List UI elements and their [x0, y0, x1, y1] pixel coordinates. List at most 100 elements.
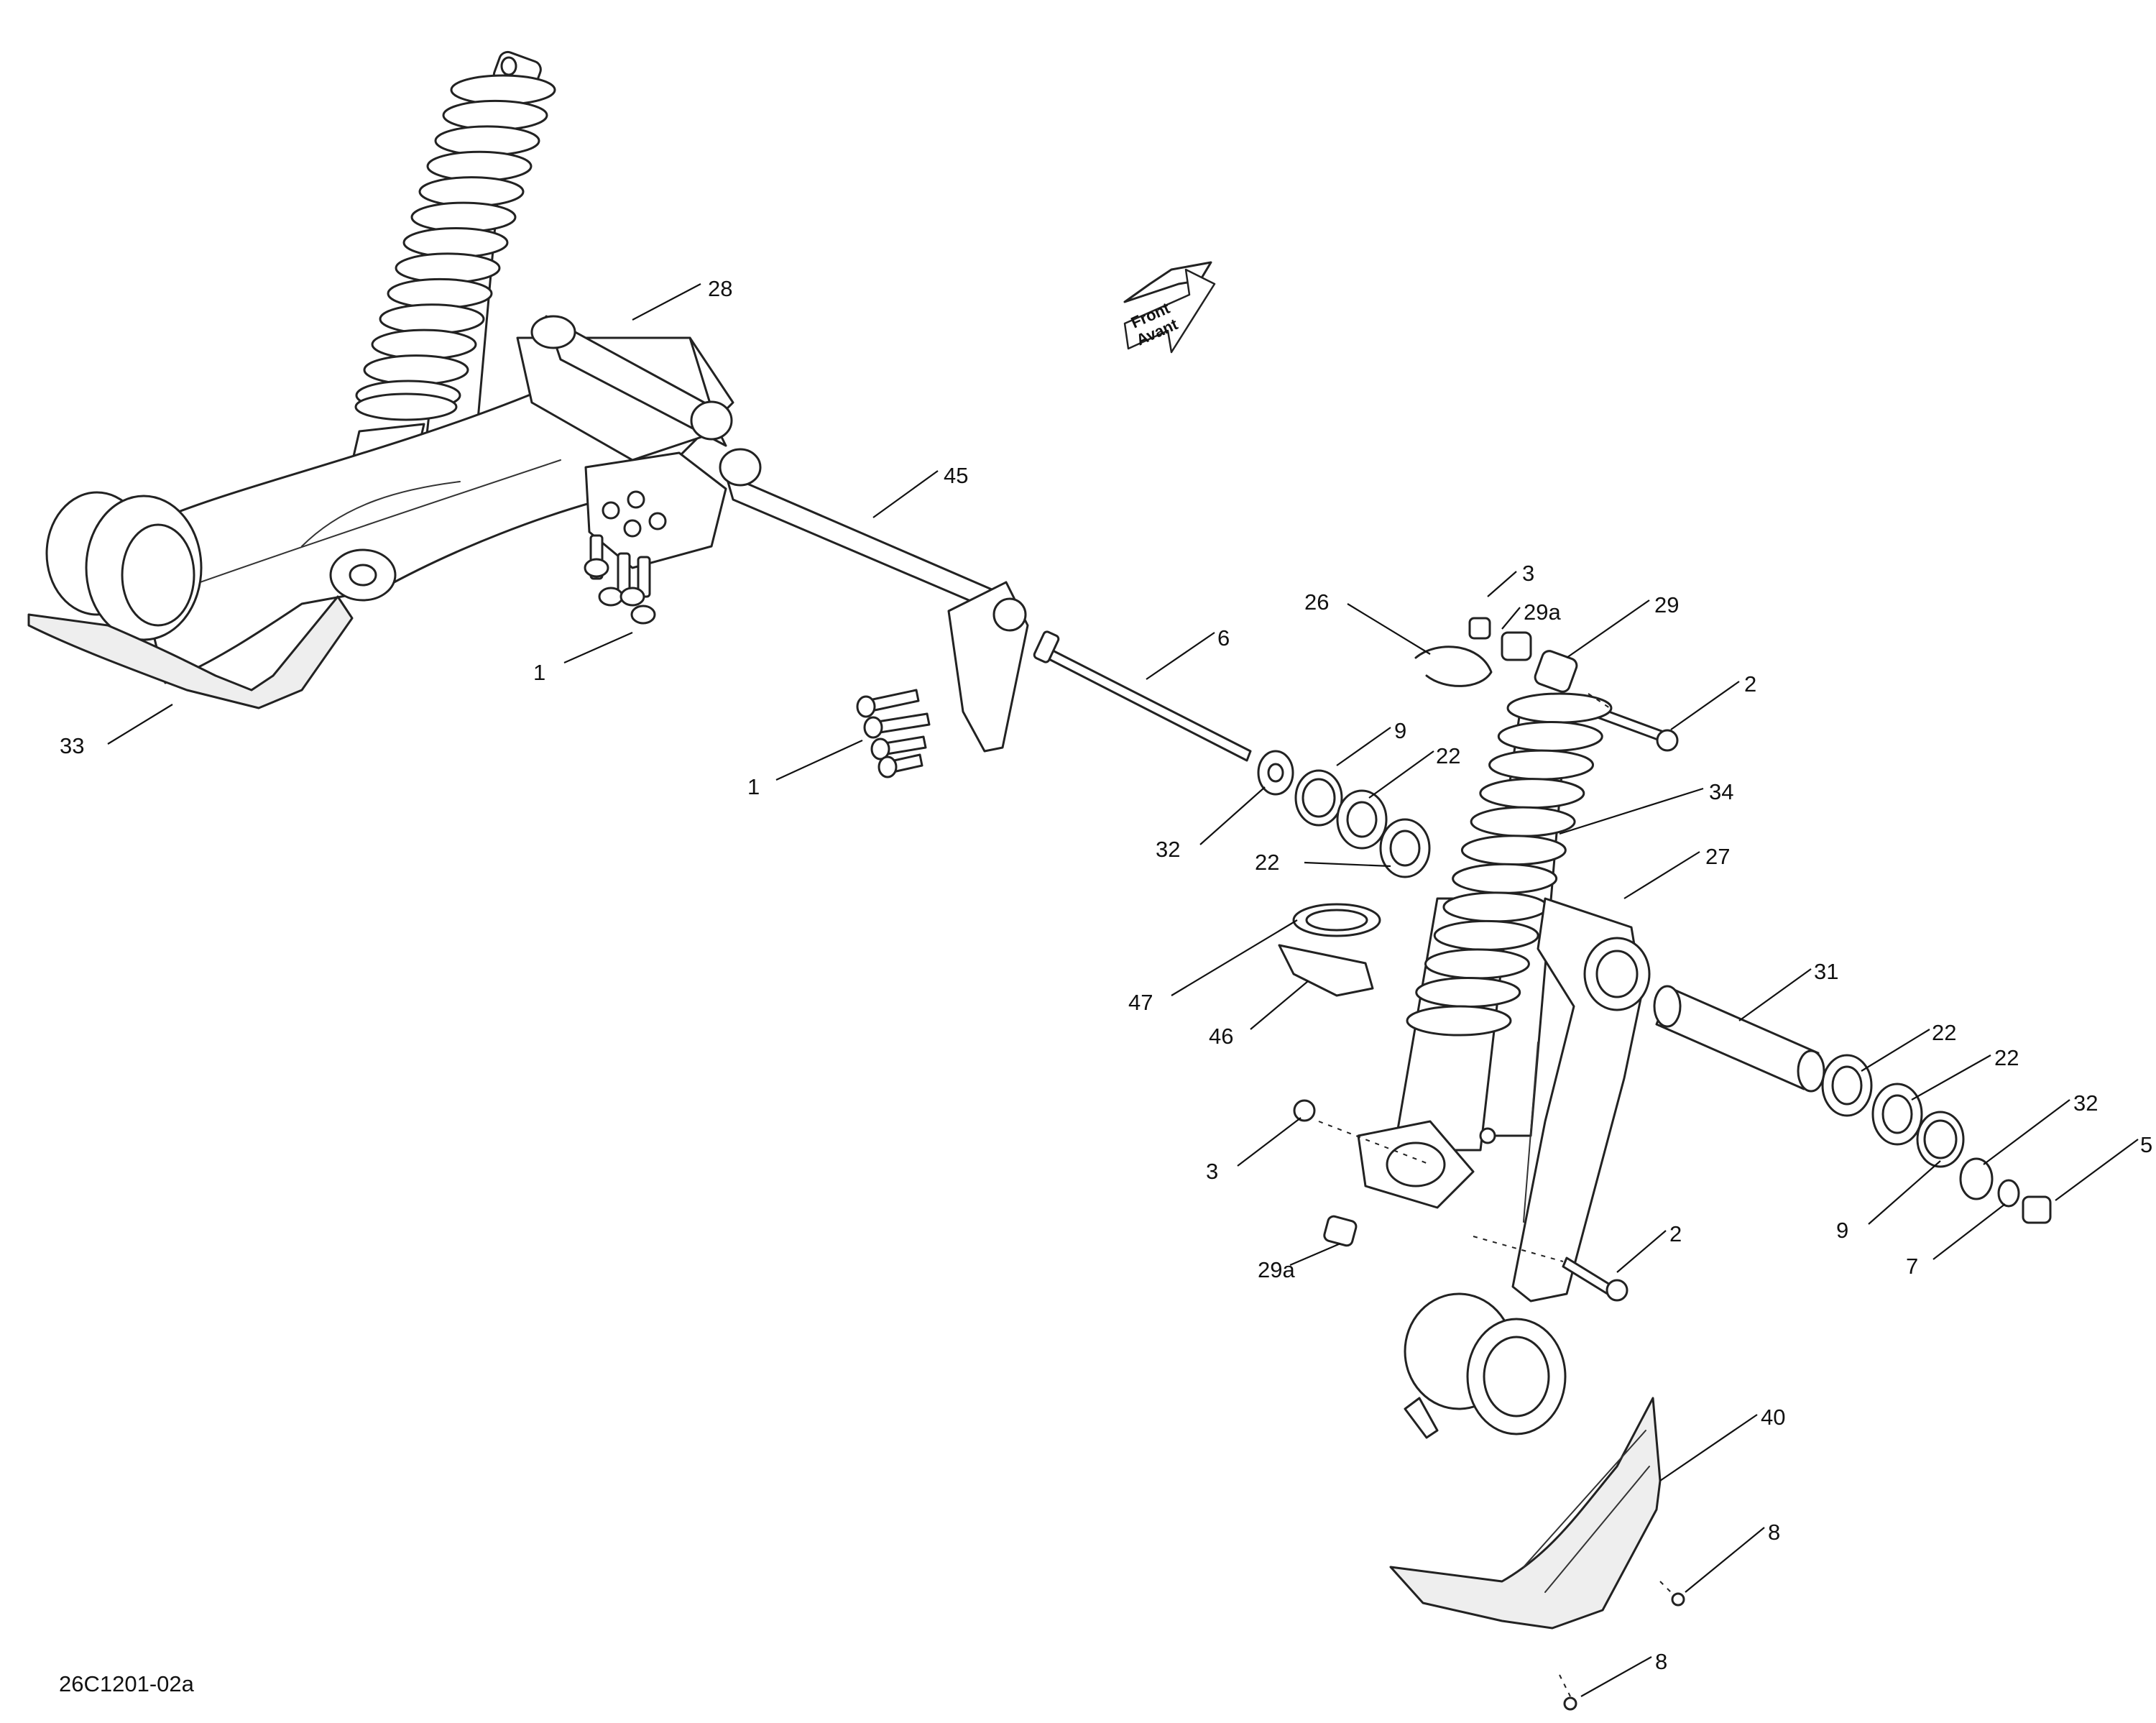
leader-line	[1171, 919, 1298, 996]
right-shock-spring	[1393, 692, 1613, 1152]
shaft-6	[1033, 630, 1252, 762]
spring-coil	[1415, 976, 1521, 1008]
left-shock-spring	[336, 50, 556, 526]
leader-lines	[107, 283, 2139, 1697]
leader-line	[1289, 1242, 1341, 1267]
callout-label: 31	[1814, 959, 1838, 984]
spring-coil	[450, 74, 556, 106]
callout-label: 33	[60, 733, 84, 758]
leader-line	[2055, 1139, 2139, 1201]
callout-label: 6	[1217, 625, 1230, 651]
bolts-cluster-1	[856, 689, 931, 778]
leader-line	[563, 631, 633, 664]
leader-line	[1623, 851, 1700, 899]
leader-line	[1250, 980, 1309, 1030]
leader-line	[1566, 599, 1650, 658]
leader-line	[1685, 1527, 1765, 1593]
spring-coil	[1452, 863, 1558, 894]
bearing-row-left	[1257, 750, 1431, 878]
spring-coil	[395, 252, 501, 284]
leader-line	[107, 704, 173, 745]
leader-line	[1738, 968, 1812, 1021]
leader-line	[1868, 1160, 1941, 1225]
spring-coil	[371, 328, 477, 360]
callout-label: 40	[1761, 1405, 1785, 1430]
callout-label: 28	[708, 276, 732, 301]
leader-line	[1580, 1656, 1652, 1697]
leader-line	[1336, 727, 1391, 766]
spring-coil	[363, 354, 469, 386]
spring-coil	[1442, 891, 1549, 923]
right-skid-plate-40	[1389, 1397, 1685, 1711]
spring-coil	[1406, 1005, 1512, 1037]
spring-coil	[379, 303, 485, 335]
callout-label: 27	[1705, 844, 1730, 869]
callout-label: 3	[1206, 1159, 1218, 1184]
callout-label: 2	[1669, 1221, 1682, 1246]
spring-coil	[1433, 919, 1539, 951]
callout-label: 34	[1709, 779, 1733, 804]
left-skid-plate	[27, 595, 354, 709]
right-trailing-arm	[1357, 897, 1651, 1439]
callout-label: 9	[1836, 1218, 1848, 1243]
spring-coil	[418, 176, 525, 208]
leader-line	[1199, 786, 1266, 845]
callout-label: 7	[1906, 1254, 1918, 1279]
leader-line	[1559, 787, 1704, 835]
leader-line	[1932, 1203, 2006, 1260]
callout-label: 45	[944, 463, 968, 488]
callout-label: 46	[1209, 1024, 1233, 1049]
spring-coil	[1460, 835, 1567, 866]
spring-coil	[1479, 778, 1585, 809]
leader-line	[1347, 603, 1431, 655]
leader-line	[1487, 571, 1517, 597]
left-trailing-arm	[45, 315, 734, 684]
leader-line	[1304, 861, 1391, 868]
callout-label: 26	[1304, 589, 1329, 615]
callout-numbers: 28 45 1 33 1 6 26 3 29a 29 2 9 22 34 32 …	[60, 276, 2152, 1674]
leader-line	[872, 470, 939, 518]
spring-coil	[442, 99, 548, 131]
drawing-reference-number: 26C1201-02a	[59, 1671, 194, 1696]
callout-label: 22	[1255, 850, 1279, 875]
leader-line	[1368, 750, 1434, 799]
leader-line	[1616, 1230, 1667, 1273]
callout-label: 1	[747, 774, 760, 799]
leader-line	[632, 283, 701, 321]
spring-coil	[426, 150, 533, 182]
callout-label: 22	[1436, 743, 1460, 768]
leader-line	[1659, 1414, 1758, 1481]
left-bolts	[584, 534, 656, 625]
callout-label: 5	[2140, 1132, 2152, 1157]
callout-label: 22	[1994, 1045, 2019, 1070]
callout-label: 29	[1654, 592, 1679, 617]
callout-label: 47	[1128, 990, 1153, 1015]
callout-label: 32	[1156, 837, 1180, 862]
spring-coil	[1506, 692, 1613, 724]
front-arrow-badge: Front Avant	[1123, 261, 1216, 354]
callout-label: 32	[2073, 1090, 2098, 1116]
leader-line	[1911, 1055, 1991, 1101]
callout-label: 8	[1768, 1520, 1780, 1545]
spring-coil	[1488, 749, 1595, 781]
spring-coil	[1497, 721, 1603, 753]
spring-coil	[387, 277, 493, 309]
leader-line	[1501, 607, 1521, 630]
leader-line	[1146, 632, 1215, 680]
bearing-row-right	[1821, 1054, 2052, 1224]
leader-line	[1861, 1029, 1930, 1072]
callout-label: 1	[533, 660, 545, 685]
crossbar-45	[719, 448, 1029, 753]
spring-coil	[410, 201, 517, 233]
callout-label: 9	[1394, 718, 1406, 743]
callout-label: 29a	[1524, 599, 1561, 625]
callout-label: 29a	[1258, 1257, 1295, 1282]
leader-line	[1983, 1099, 2070, 1165]
callout-label: 22	[1932, 1020, 1956, 1045]
sleeve-31	[1653, 985, 1825, 1093]
leader-line	[1670, 681, 1740, 730]
callout-label: 8	[1655, 1649, 1667, 1674]
right-small-parts	[1293, 693, 1628, 1302]
